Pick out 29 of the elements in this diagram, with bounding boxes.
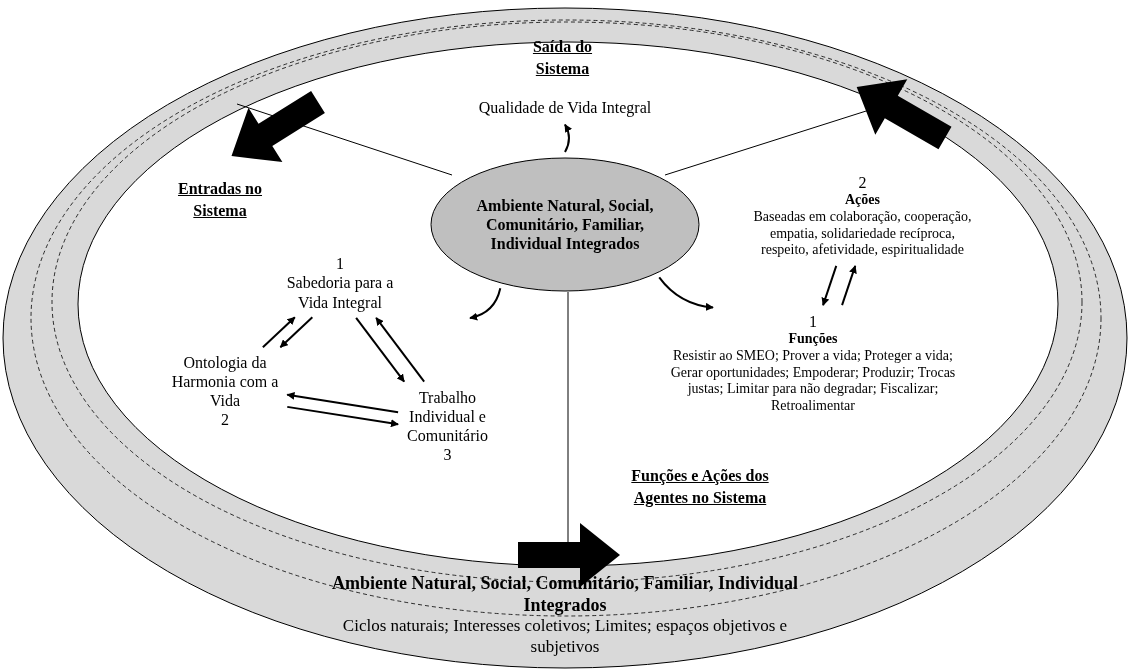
number-label: 1 [336,254,344,274]
arrow [286,391,400,414]
section-title: Funções [788,331,838,348]
curved-arrow [564,123,572,153]
arrow [375,316,426,383]
description-text: Resistir ao SMEO; Prover a vida; Proteger a vida; Gerar oportunidades; Empoderar; Produzir; Trocas justas; Limitar para não degradar; Fiscalizar; Retroalimentar [669,347,957,416]
description-text: Baseadas em colaboração, cooperação, empatia, solidariedade recíproca, respeito, afetividade, espiritualidade [752,208,973,260]
output-text: Qualidade de Vida Integral [478,98,652,118]
arrow [355,316,406,383]
curved-arrow [658,276,715,311]
arrow [821,264,838,307]
section-heading: Entradas no Sistema [177,179,263,221]
number-label: 2 [858,172,867,192]
section-title: Ações [845,192,880,209]
number-label: 1 [809,311,817,332]
arrow [261,316,296,349]
node-text: Ontologia da Harmonia com a Vida [170,352,280,411]
number-label: 3 [443,445,452,465]
curved-arrow [469,287,502,321]
ellipse-title: Ambiente Natural, Social, Comunitário, Familiar, Individual Integrados [475,195,655,254]
node-text: Sabedoria para a Vida Integral [285,273,395,312]
arrow [279,316,314,349]
number-label: 2 [221,410,229,430]
node-text: Trabalho Individual e Comunitário [406,387,489,446]
arrow [286,405,400,428]
section-heading: Saída do Sistema [531,37,594,79]
section-heading: Funções e Ações dos Agentes no Sistema [630,466,770,509]
band-text: Ciclos naturais; Interesses coletivos; Limites; espaços objetivos e subjetivos [341,616,789,657]
arrow [841,264,857,307]
